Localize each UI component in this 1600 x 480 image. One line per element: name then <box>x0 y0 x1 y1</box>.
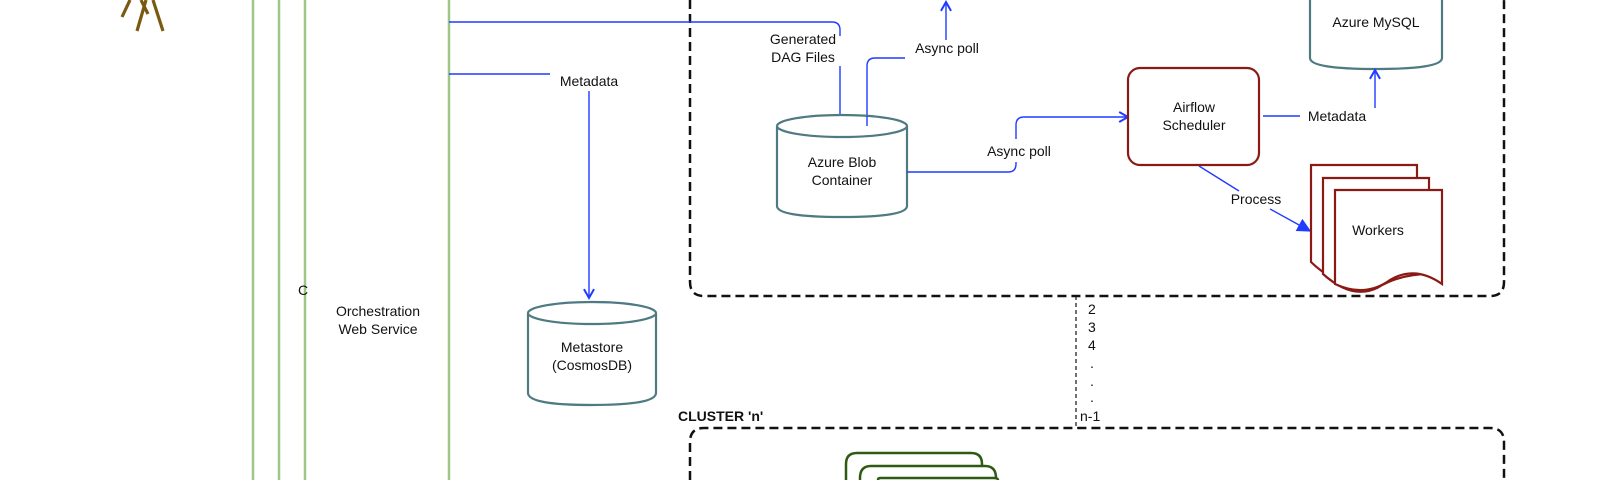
cluster-enum-item: 3 <box>1088 319 1096 335</box>
edge-label-generated-2: DAG Files <box>771 49 835 65</box>
cluster-enum-item: . <box>1090 355 1094 371</box>
metastore-label-2: (CosmosDB) <box>552 357 632 373</box>
edge-label-metadata-metastore: Metadata <box>560 73 619 89</box>
metastore-label-1: Metastore <box>561 339 623 355</box>
orchestration-cut-label: C <box>298 282 308 298</box>
cluster-enum-item: . <box>1090 389 1094 405</box>
blob-label-1: Azure Blob <box>808 154 877 170</box>
cluster-enum-item: 2 <box>1088 301 1096 317</box>
edge-label-async-poll-blob: Async poll <box>987 143 1051 159</box>
cluster-enum-connector <box>1075 296 1081 429</box>
airflow-scheduler: Airflow Scheduler <box>1126 66 1261 167</box>
mysql-label: Azure MySQL <box>1332 14 1419 30</box>
edge-process-arrow <box>1269 208 1312 232</box>
azure-blob-container: Azure Blob Container <box>775 113 909 219</box>
cluster-enum-list: 2 3 4 . . . n-1 <box>1080 301 1100 424</box>
cluster-boundary <box>688 0 1506 298</box>
cluster-enum-item: 4 <box>1088 337 1096 353</box>
edge-process <box>1198 165 1240 192</box>
orchestration-label-1: Orchestration <box>336 303 420 319</box>
azure-mysql: Azure MySQL <box>1308 0 1444 71</box>
orchestration-label-2: Web Service <box>338 321 417 337</box>
cluster-enum-item: n-1 <box>1080 408 1100 424</box>
edge-async-poll-blob-arrow <box>1015 111 1131 139</box>
scheduler-label-1: Airflow <box>1173 99 1216 115</box>
cluster-n-boundary <box>688 426 1506 480</box>
edge-generated-dag-files <box>449 21 841 36</box>
metastore-cosmosdb: Metastore (CosmosDB) <box>526 300 658 407</box>
edge-label-metadata-mysql: Metadata <box>1308 108 1367 124</box>
user-actor-icon <box>120 0 165 32</box>
blob-label-2: Container <box>812 172 873 188</box>
edge-label-process: Process <box>1231 191 1282 207</box>
edge-async-poll-top <box>866 57 905 126</box>
cluster-enum-item: . <box>1090 373 1094 389</box>
edge-label-generated-1: Generated <box>770 31 836 47</box>
edge-async-poll-blob <box>907 162 1017 173</box>
orchestration-lanes <box>251 0 451 480</box>
workers: Workers <box>1309 163 1444 293</box>
scheduler-label-2: Scheduler <box>1162 117 1225 133</box>
cluster-n-title: CLUSTER 'n' <box>678 408 763 424</box>
cluster-n-node-stack <box>844 451 1000 480</box>
workers-label: Workers <box>1352 222 1404 238</box>
edge-label-async-poll-top: Async poll <box>915 40 979 56</box>
